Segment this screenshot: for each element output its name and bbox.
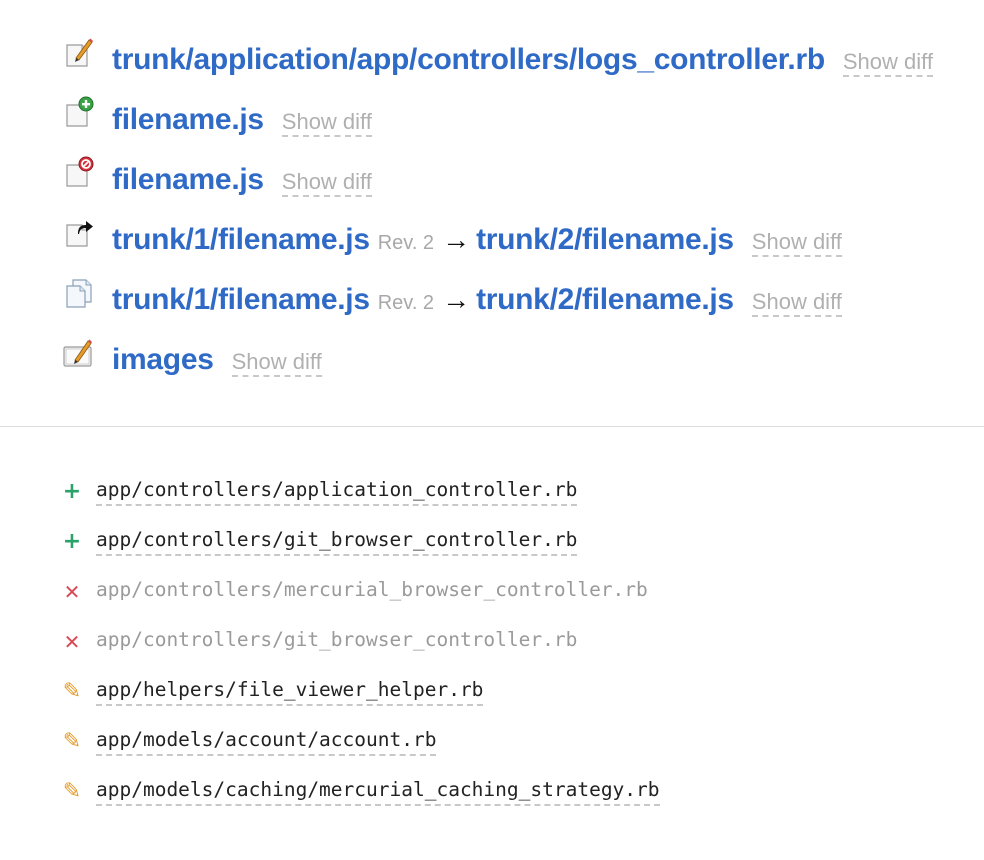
arrow-right-icon: →	[442, 224, 471, 255]
file-path-link[interactable]: app/controllers/git_browser_controller.r…	[96, 526, 578, 556]
list-item: ✎ app/models/caching/mercurial_caching_s…	[0, 776, 984, 826]
show-diff-button[interactable]: Show diff	[281, 169, 372, 197]
list-item: ✕ app/controllers/mercurial_browser_cont…	[0, 576, 984, 626]
list-item: + app/controllers/git_browser_controller…	[0, 526, 984, 576]
file-path-text: app/controllers/git_browser_controller.r…	[96, 628, 578, 651]
file-path-link[interactable]: app/helpers/file_viewer_helper.rb	[96, 676, 484, 706]
destination-path-link[interactable]: trunk/2/filename.js	[476, 223, 734, 256]
changeset-row: filename.js Show diff	[0, 150, 984, 210]
list-item: + app/controllers/application_controller…	[0, 476, 984, 526]
file-path-link[interactable]: app/models/caching/mercurial_caching_str…	[96, 776, 660, 806]
show-diff-button[interactable]: Show diff	[751, 289, 842, 317]
show-diff-button[interactable]: Show diff	[281, 109, 372, 137]
cross-icon: ✕	[63, 580, 81, 604]
arrow-right-icon: →	[442, 284, 471, 315]
folder-edit-icon	[62, 336, 96, 370]
show-diff-button[interactable]: Show diff	[231, 349, 322, 377]
file-path-link[interactable]: trunk/application/app/controllers/logs_c…	[112, 43, 825, 76]
file-path-link[interactable]: app/controllers/application_controller.r…	[96, 476, 578, 506]
changeset-row: trunk/1/filename.js Rev. 2 →trunk/2/filena…	[0, 210, 984, 270]
cross-icon: ✕	[63, 630, 81, 654]
pencil-icon: ✎	[62, 779, 82, 804]
list-item: ✎ app/models/account/account.rb	[0, 726, 984, 776]
changeset-row: trunk/1/filename.js Rev. 2 →trunk/2/filena…	[0, 270, 984, 330]
list-item: ✎ app/helpers/file_viewer_helper.rb	[0, 676, 984, 726]
plus-icon: +	[62, 479, 82, 504]
file-path-link[interactable]: app/models/account/account.rb	[96, 726, 437, 756]
file-add-icon	[62, 96, 96, 130]
plus-icon: +	[62, 529, 82, 554]
file-delete-icon	[62, 156, 96, 190]
source-path-link[interactable]: trunk/1/filename.js	[112, 223, 370, 256]
changeset-list: trunk/application/app/controllers/logs_c…	[0, 30, 984, 390]
show-diff-button[interactable]: Show diff	[751, 229, 842, 257]
changeset-row: trunk/application/app/controllers/logs_c…	[0, 30, 984, 90]
file-path-text: app/controllers/mercurial_browser_contro…	[96, 578, 648, 601]
file-path-link[interactable]: images	[112, 343, 214, 376]
file-status-list: + app/controllers/application_controller…	[0, 476, 984, 826]
file-copy-icon	[62, 276, 96, 310]
revision-label: Rev. 2	[377, 292, 435, 314]
list-item: ✕ app/controllers/git_browser_controller…	[0, 626, 984, 676]
file-edit-icon	[62, 36, 96, 70]
pencil-icon: ✎	[62, 729, 82, 754]
revision-label: Rev. 2	[377, 232, 435, 254]
changeset-row: images Show diff	[0, 330, 984, 390]
file-path-link[interactable]: filename.js	[112, 163, 264, 196]
show-diff-button[interactable]: Show diff	[842, 49, 933, 77]
destination-path-link[interactable]: trunk/2/filename.js	[476, 283, 734, 316]
file-path-link[interactable]: filename.js	[112, 103, 264, 136]
pencil-icon: ✎	[62, 679, 82, 704]
changeset-row: filename.js Show diff	[0, 90, 984, 150]
source-path-link[interactable]: trunk/1/filename.js	[112, 283, 370, 316]
section-divider	[0, 426, 984, 427]
file-move-icon	[62, 216, 96, 250]
